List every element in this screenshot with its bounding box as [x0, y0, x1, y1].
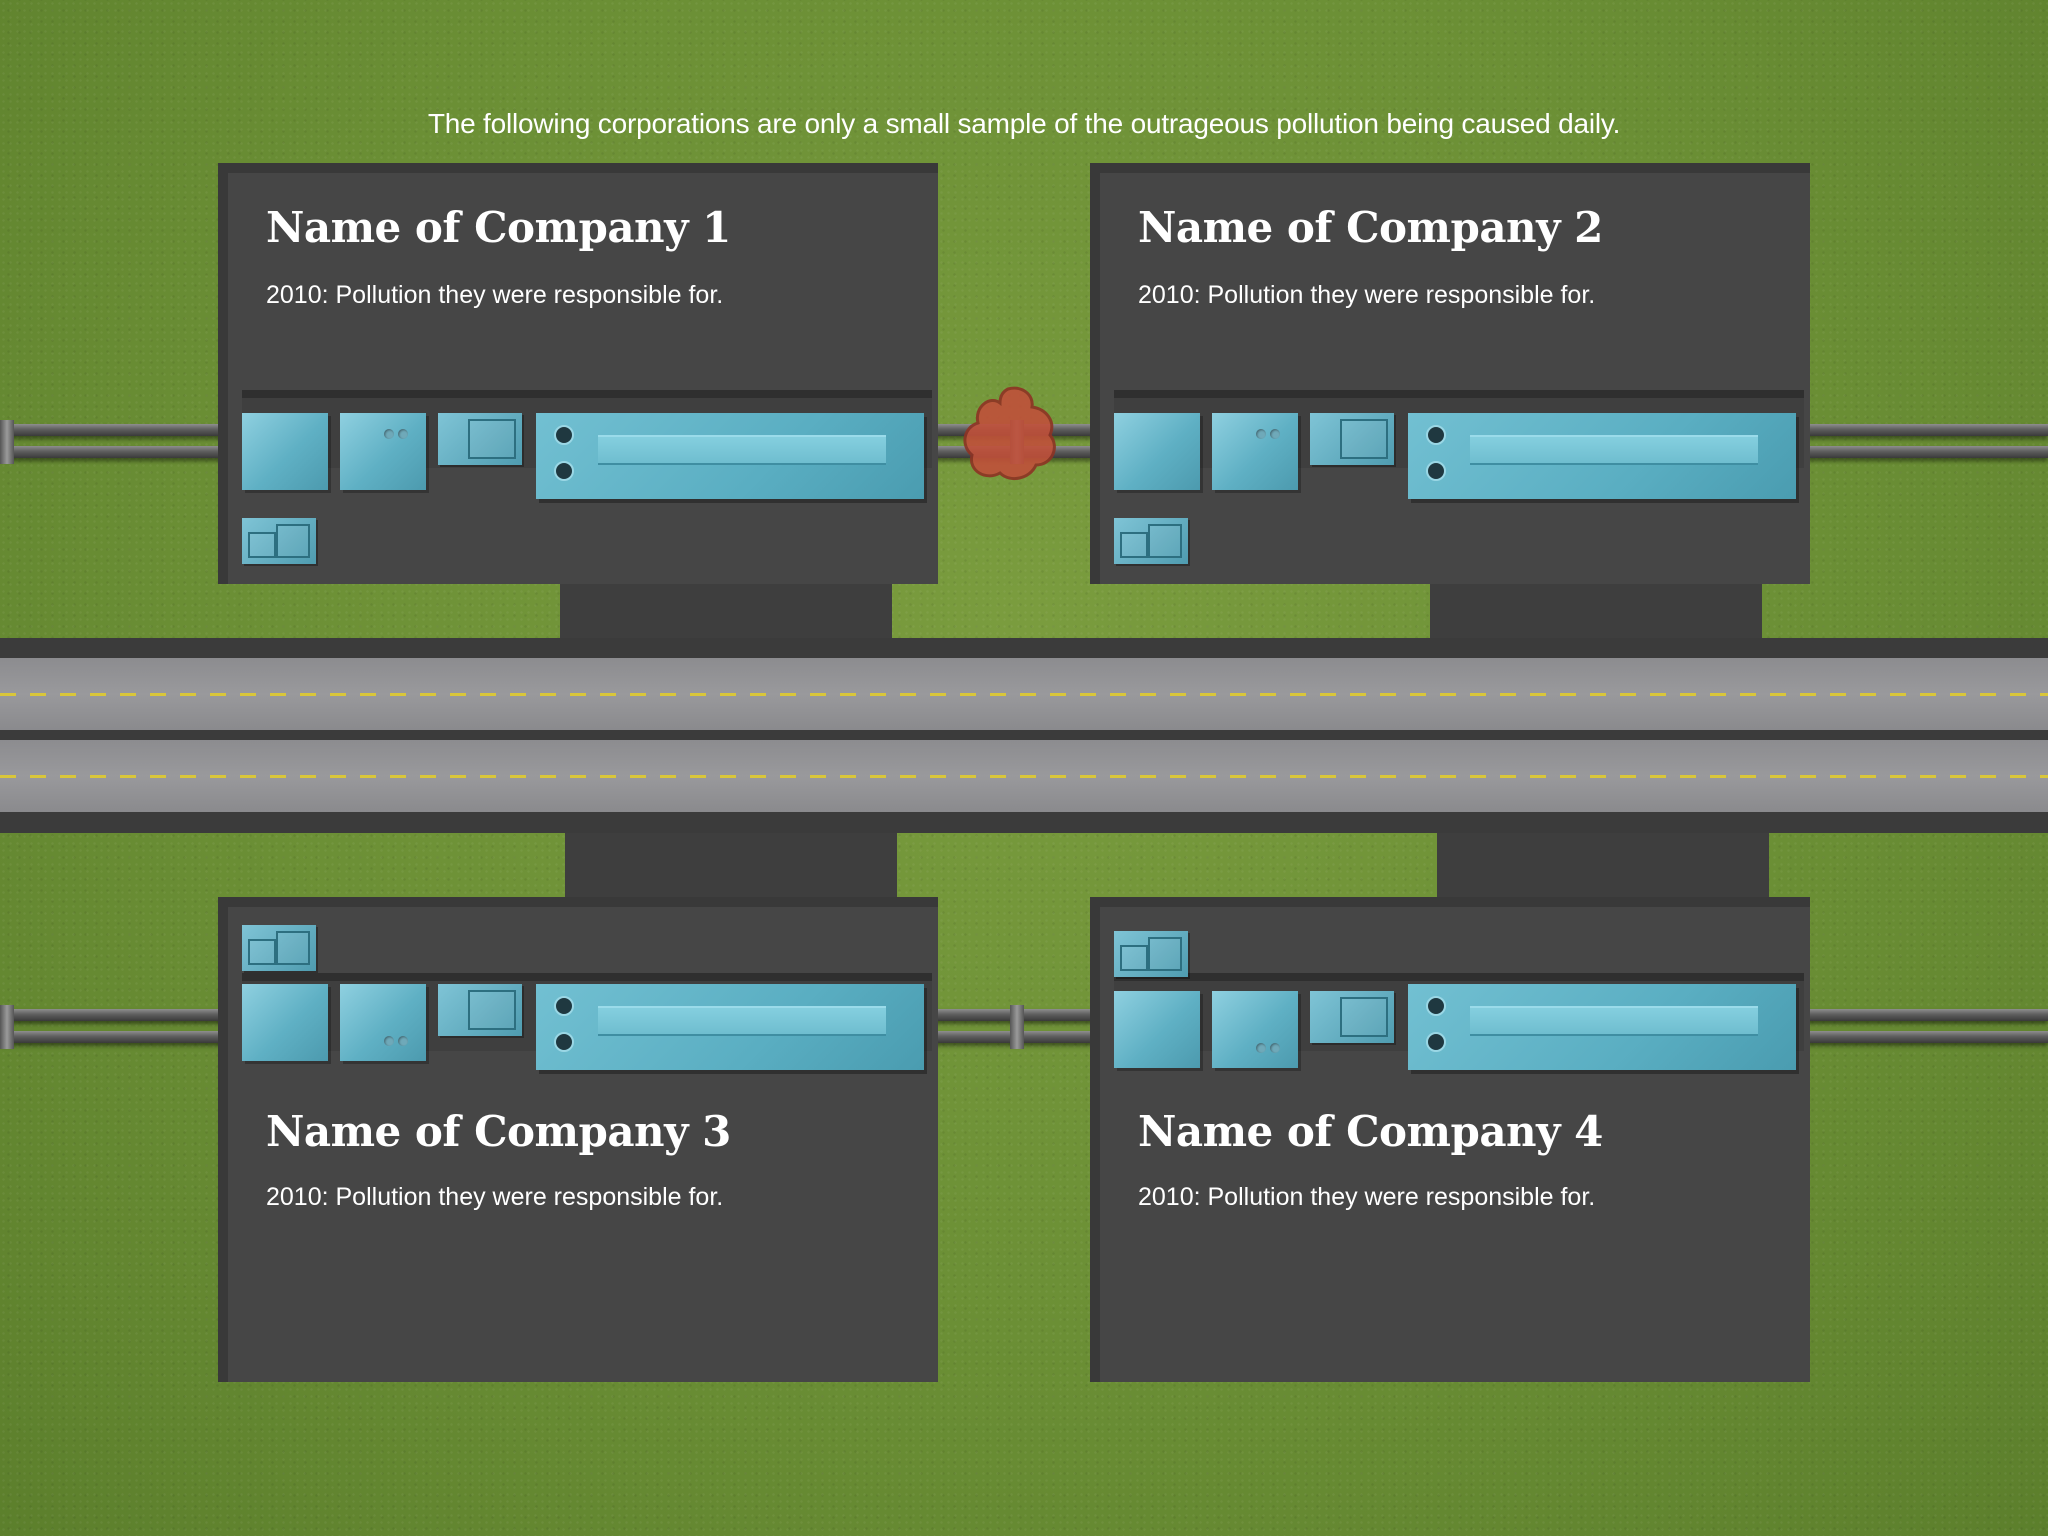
valve-icon — [1256, 1043, 1266, 1053]
storage-tank — [1114, 413, 1200, 490]
vent-icon — [554, 1032, 574, 1052]
pipe-joint — [1010, 1005, 1024, 1049]
vent-icon — [1426, 461, 1446, 481]
driveway — [565, 825, 897, 900]
main-building — [536, 413, 924, 499]
valve-icon — [1270, 429, 1280, 439]
storage-tank — [438, 984, 522, 1036]
storage-tank — [340, 984, 426, 1061]
intro-text: The following corporations are only a sm… — [427, 108, 1621, 139]
valve-icon — [384, 1036, 394, 1046]
factory-icon — [1114, 388, 1804, 578]
vent-icon — [1426, 1032, 1446, 1052]
company-description: 2010: Pollution they were responsible fo… — [1138, 1183, 1596, 1211]
factory-icon — [242, 388, 932, 578]
pipe-joint — [0, 1005, 14, 1049]
valve-icon — [1256, 429, 1266, 439]
vent-icon — [554, 996, 574, 1016]
company-name: Name of Company 2 — [1138, 203, 1603, 252]
company-description: 2010: Pollution they were responsible fo… — [266, 1183, 724, 1211]
vent-icon — [1426, 425, 1446, 445]
company-name: Name of Company 4 — [1138, 1107, 1603, 1156]
storage-tank — [340, 413, 426, 490]
storage-tank — [438, 413, 522, 465]
driveway — [1437, 825, 1769, 900]
storage-tank — [242, 984, 328, 1061]
vent-icon — [554, 425, 574, 445]
storage-tank — [1114, 931, 1188, 977]
vent-icon — [1426, 996, 1446, 1016]
company-card-3[interactable]: Name of Company 3 2010: Pollution they w… — [218, 897, 938, 1382]
main-building — [536, 984, 924, 1070]
factory-icon — [1114, 911, 1804, 1101]
valve-icon — [398, 429, 408, 439]
valve-icon — [384, 429, 394, 439]
road-lane — [0, 658, 2048, 730]
storage-tank — [1310, 413, 1394, 465]
storage-tank — [1212, 991, 1298, 1068]
pipe-joint — [0, 420, 14, 464]
vent-icon — [554, 461, 574, 481]
pollution-spill-icon — [963, 386, 1056, 481]
storage-tank — [1114, 991, 1200, 1068]
company-description: 2010: Pollution they were responsible fo… — [266, 281, 724, 309]
lane-marking — [0, 775, 2048, 778]
company-name: Name of Company 1 — [266, 203, 731, 252]
company-card-4[interactable]: Name of Company 4 2010: Pollution they w… — [1090, 897, 1810, 1382]
company-card-2[interactable]: Name of Company 2 2010: Pollution they w… — [1090, 163, 1810, 584]
storage-tank — [1310, 991, 1394, 1043]
storage-tank — [242, 413, 328, 490]
valve-icon — [398, 1036, 408, 1046]
road-lane — [0, 740, 2048, 812]
storage-tank — [1212, 413, 1298, 490]
storage-tank — [242, 925, 316, 971]
company-card-1[interactable]: Name of Company 1 2010: Pollution they w… — [218, 163, 938, 584]
main-building — [1408, 984, 1796, 1070]
lane-marking — [0, 693, 2048, 696]
factory-icon — [242, 911, 932, 1101]
company-description: 2010: Pollution they were responsible fo… — [1138, 281, 1596, 309]
main-building — [1408, 413, 1796, 499]
valve-icon — [1270, 1043, 1280, 1053]
company-name: Name of Company 3 — [266, 1107, 731, 1156]
storage-tank — [1114, 518, 1188, 564]
storage-tank — [242, 518, 316, 564]
highway — [0, 638, 2048, 833]
